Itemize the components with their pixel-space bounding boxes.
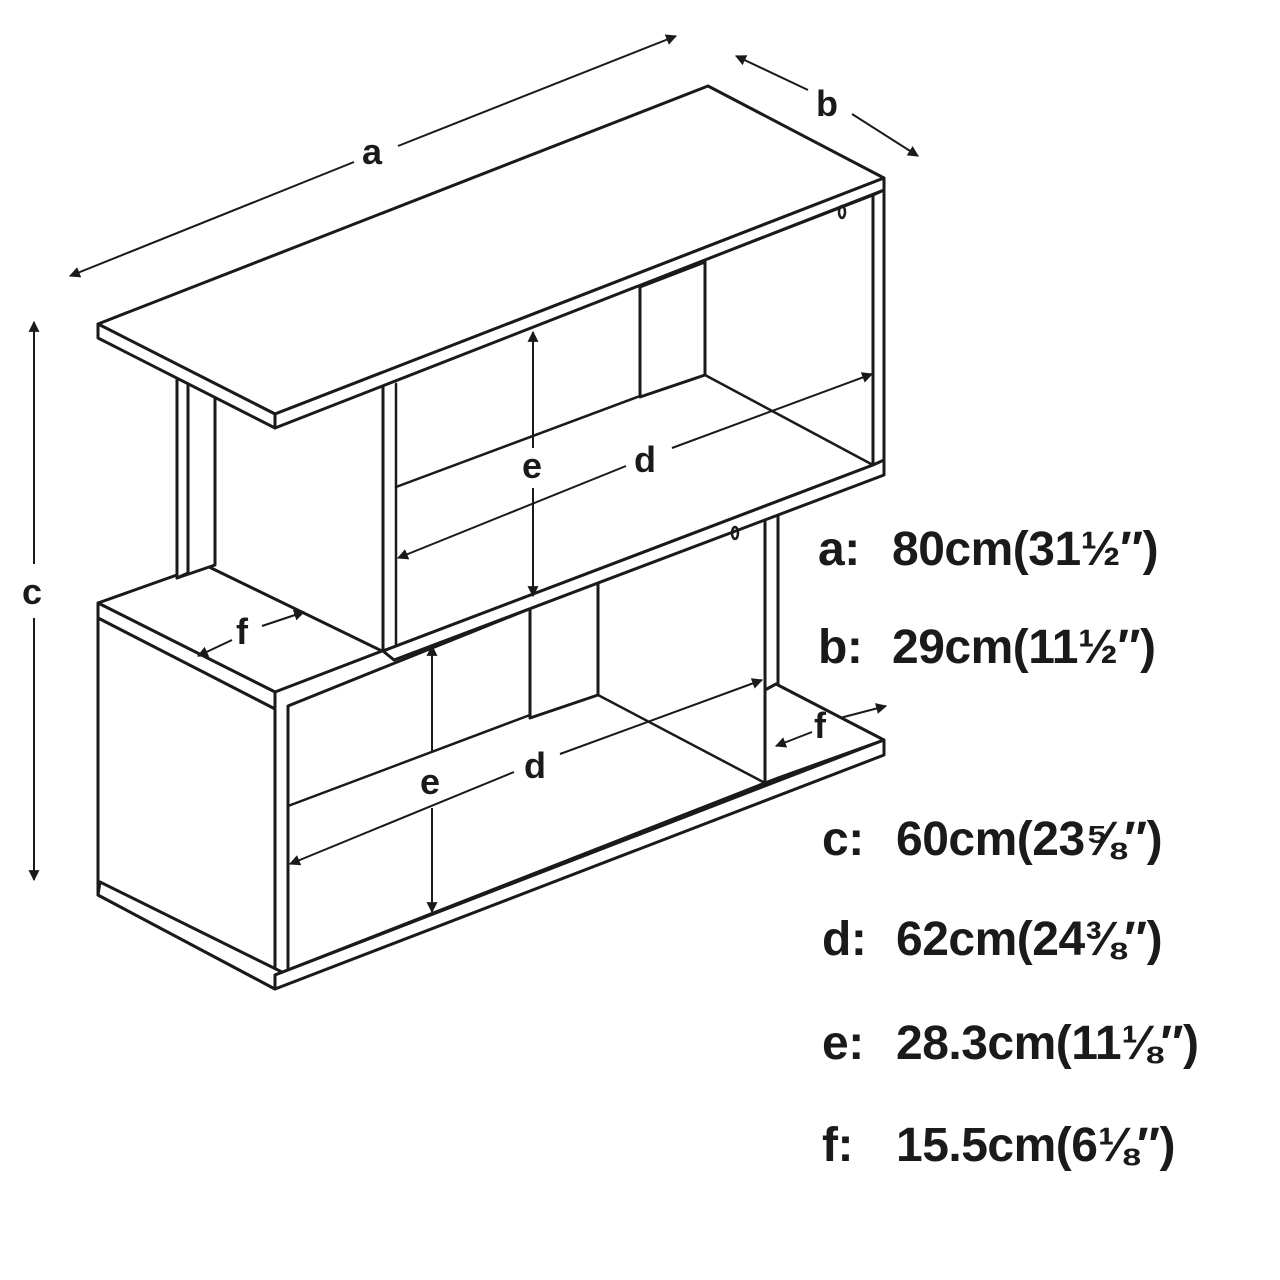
dimension-d-lower: d (288, 678, 764, 866)
dimension-d-lower-label: d (524, 745, 546, 786)
dimension-a: a (68, 34, 678, 278)
spec-e-value: 28.3cm(11⅛″) (896, 1017, 1199, 1070)
dimension-e-upper: e (522, 330, 542, 598)
spec-b-value: 29cm(11½″) (892, 621, 1156, 674)
dimension-b: b (735, 55, 919, 157)
upper-cabinet (96, 84, 886, 662)
dimension-f-lower: f (774, 703, 888, 748)
dimension-f-upper: f (197, 609, 306, 657)
spec-c-value: 60cm(23⅝″) (896, 813, 1163, 866)
dimension-b-label: b (816, 83, 838, 124)
spec-b: b: 29cm(11½″) (818, 620, 1156, 675)
spec-d-key: d: (822, 913, 867, 966)
spec-f-key: f: (822, 1119, 853, 1172)
dimension-f-lower-label: f (814, 705, 827, 746)
dimension-e-upper-label: e (522, 445, 542, 486)
spec-c-key: c: (822, 813, 864, 866)
dimension-d-upper: d (396, 372, 874, 560)
dimension-d-upper-label: d (634, 439, 656, 480)
spec-e: e: 28.3cm(11⅛″) (822, 1016, 1199, 1071)
spec-f: f: 15.5cm(6⅛″) (822, 1118, 1175, 1173)
spec-e-key: e: (822, 1017, 864, 1070)
spec-d: d: 62cm(24⅜″) (822, 912, 1163, 967)
spec-f-value: 15.5cm(6⅛″) (896, 1119, 1175, 1172)
spec-a-key: a: (818, 523, 860, 576)
dimension-c-label: c (22, 571, 42, 612)
dimension-f-upper-label: f (236, 611, 249, 652)
dimension-e-lower-label: e (420, 761, 440, 802)
spec-b-key: b: (818, 621, 863, 674)
spec-a-value: 80cm(31½″) (892, 523, 1159, 576)
spec-a: a: 80cm(31½″) (818, 522, 1159, 577)
dimension-a-label: a (362, 131, 383, 172)
dimension-c: c (22, 320, 42, 882)
spec-d-value: 62cm(24⅜″) (896, 913, 1163, 966)
dimension-e-lower: e (420, 644, 440, 914)
spec-c: c: 60cm(23⅝″) (822, 812, 1163, 867)
lower-cabinet (96, 512, 886, 991)
